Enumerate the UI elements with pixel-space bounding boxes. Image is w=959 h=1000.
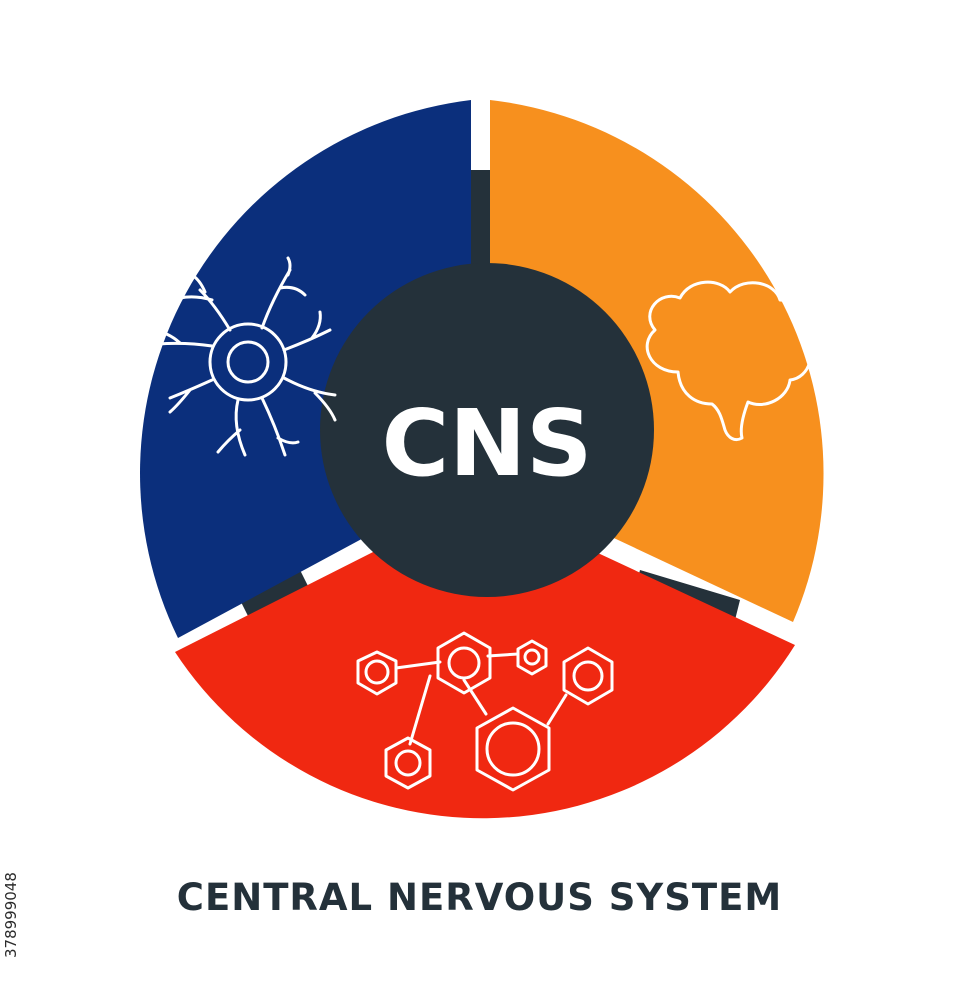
center-hub xyxy=(320,263,654,597)
molecule-segment xyxy=(175,498,795,819)
molecule-icon xyxy=(356,631,614,792)
brain-icon xyxy=(645,280,812,442)
stock-id-text: 378999048 xyxy=(2,872,20,958)
caption-text: CENTRAL NERVOUS SYSTEM xyxy=(176,876,783,919)
abbreviation-text: CNS xyxy=(382,390,593,497)
neuron-icon xyxy=(150,256,337,457)
